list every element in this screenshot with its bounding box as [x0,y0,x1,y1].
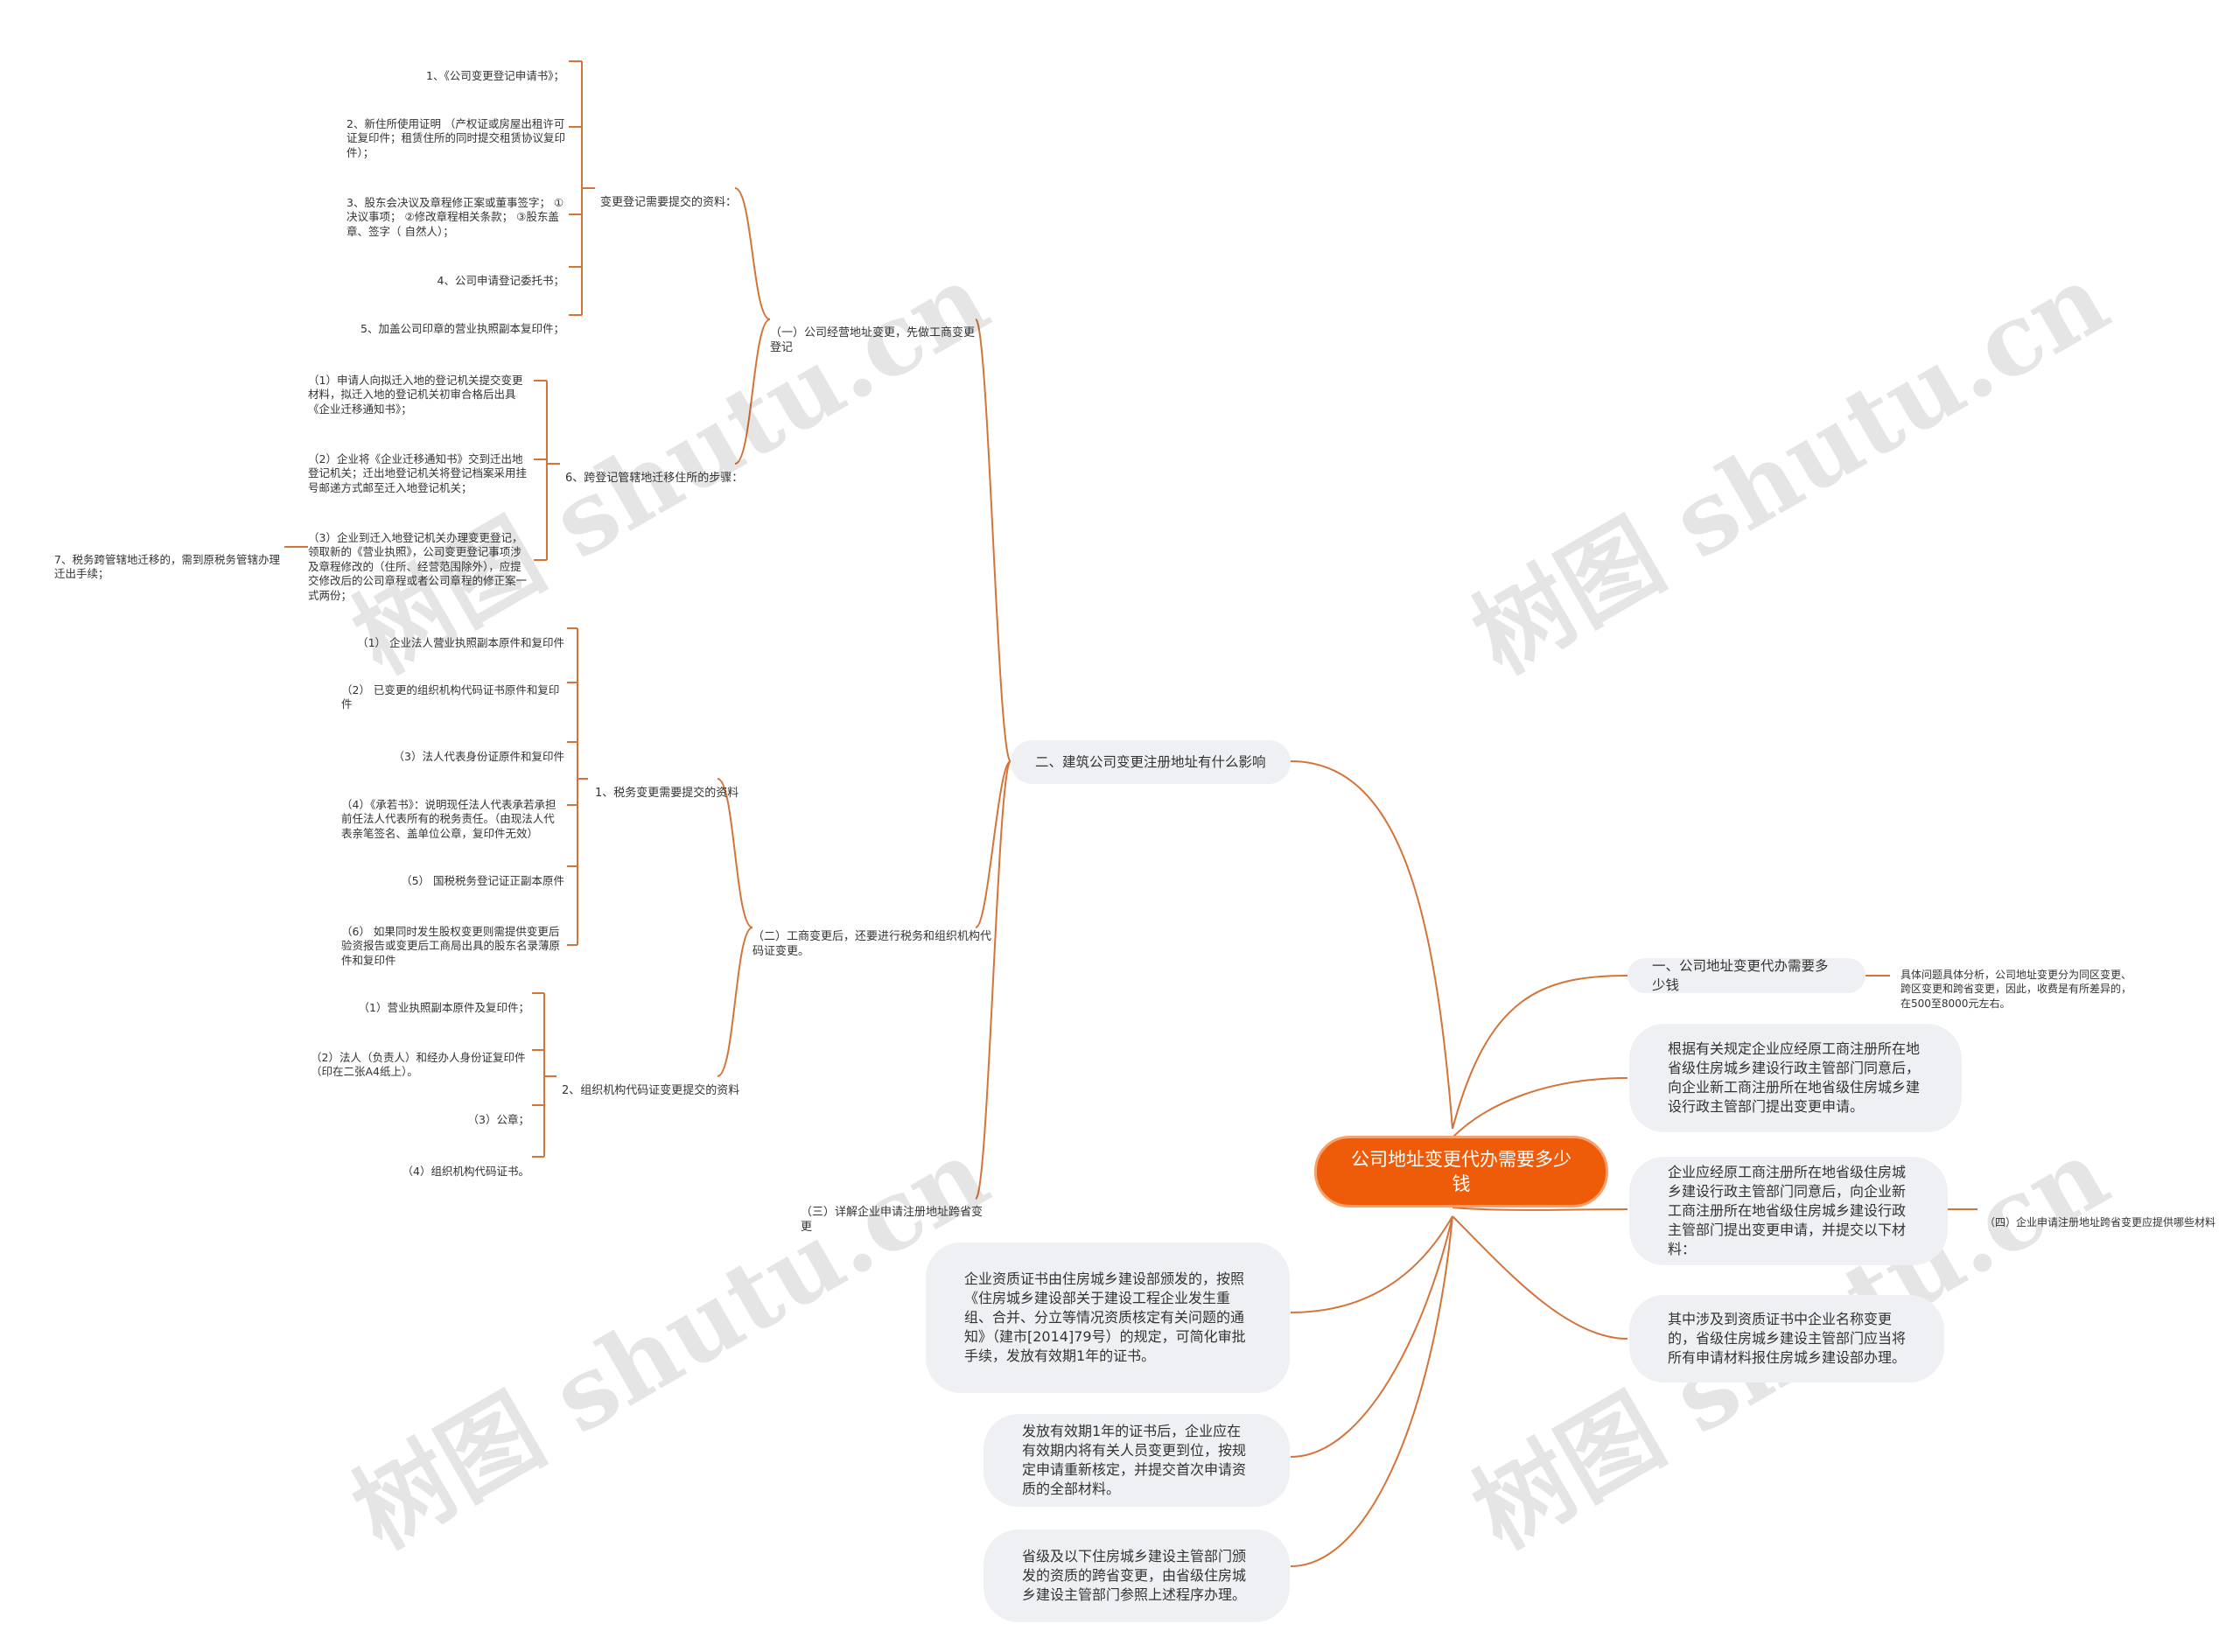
leaf-b2-g1-3[interactable]: （4）《承若书》：说明现任法人代表承若承担前任法人代表所有的税务责任。（由现法人… [341,783,565,841]
leaf-b1-g1-1[interactable]: 2、新住所使用证明 （产权证或房屋出租许可证复印件；租赁住所的同时提交租赁协议复… [346,102,567,160]
leaf-text: （3）法人代表身份证原件和复印件 [393,749,564,763]
qual2-text: 发放有效期1年的证书后，企业应在有效期内将有关人员变更到位，按规定申请重新核定，… [1022,1423,1247,1497]
qual3-bubble[interactable]: 省级及以下住房城乡建设主管部门颁发的资质的跨省变更，由省级住房城乡建设主管部门参… [984,1530,1290,1622]
leaf-text: （2） 已变更的组织机构代码证书原件和复印件 [341,682,560,711]
para2-bubble[interactable]: 企业应经原工商注册所在地省级住房城乡建设行政主管部门同意后，向企业新工商注册所在… [1629,1157,1948,1265]
qual3-text: 省级及以下住房城乡建设主管部门颁发的资质的跨省变更，由省级住房城乡建设主管部门参… [1022,1548,1247,1603]
bracket-b1-g1 [569,60,595,316]
leaf-text: （5） 国税税务登记证正副本原件 [401,873,564,887]
connector-root-para1 [1452,1077,1628,1138]
branch-b3[interactable]: （三）详解企业申请注册地址跨省变更 [801,1190,993,1235]
leaf-text: 4、公司申请登记委托书； [437,273,564,287]
para2-text: 企业应经原工商注册所在地省级住房城乡建设行政主管部门同意后，向企业新工商注册所在… [1668,1164,1907,1257]
leaf-text: （3）企业到迁入地登记机关办理变更登记，领取新的《营业执照》，公司变更登记事项涉… [308,530,528,602]
connector-b2-g2 [717,927,753,1077]
connector-root-cost [1452,975,1628,1130]
leaf-b1-g1-3[interactable]: 4、公司申请登记委托书； [341,259,564,288]
para2-note-text: （四）企业申请注册地址跨省变更应提供哪些材料 [1984,1215,2216,1228]
connector-root-para3 [1452,1215,1628,1340]
group-b2-g1-label: 1、税务变更需要提交的资料 [595,787,739,800]
leaf-text: 3、股东会决议及章程修正案或董事签字； ①决议事项； ②修改章程相关条款； ③股… [346,195,564,238]
leaf-b2-g1-4[interactable]: （5） 国税税务登记证正副本原件 [337,859,564,888]
leaf-b1-g2-0[interactable]: （1）申请人向拟迁入地的登记机关提交变更材料，拟迁入地的登记机关初审合格后出具《… [308,359,531,416]
connector-section2-b3 [975,760,1012,1200]
group-b1-g2-label: 6、跨登记管辖地迁移住所的步骤： [565,472,744,485]
leaf-text: （1） 企业法人营业执照副本原件和复印件 [357,635,564,649]
leaf-tax[interactable]: 7、税务跨管辖地迁移的，需到原税务管辖办理迁出手续； [54,538,282,582]
section2-topic[interactable]: 二、建筑公司变更注册地址有什么影响 [1011,740,1291,784]
leaf-text: 7、税务跨管辖地迁移的，需到原税务管辖办理迁出手续； [54,552,280,581]
group-b2-g1[interactable]: 1、税务变更需要提交的资料 [595,771,761,801]
branch-b2-label: （二）工商变更后，还要进行税务和组织机构代码证变更。 [752,930,992,958]
leaf-text: （3）公章； [467,1112,529,1126]
connector-root-qual1 [1290,1215,1453,1313]
connector-root-qual2 [1290,1215,1453,1458]
leaf-text: （1）营业执照副本原件及复印件； [358,1000,529,1014]
root-topic-label: 公司地址变更代办需要多少钱 [1351,1149,1572,1194]
connector-section2-b2 [975,760,1012,928]
qual2-bubble[interactable]: 发放有效期1年的证书后，企业应在有效期内将有关人员变更到位，按规定申请重新核定，… [984,1414,1290,1507]
para1-text: 根据有关规定企业应经原工商注册所在地省级住房城乡建设行政主管部门同意后，向企业新… [1668,1040,1921,1115]
leaf-text: 1、《公司变更登记申请书》； [426,68,564,82]
leaf-b1-g2-2[interactable]: （3）企业到迁入地登记机关办理变更登记，领取新的《营业执照》，公司变更登记事项涉… [308,516,531,603]
bracket-b2-g1 [567,627,588,946]
connector-root-section2 [1290,760,1453,1130]
leaf-text: 2、新住所使用证明 （产权证或房屋出租许可证复印件；租赁住所的同时提交租赁协议复… [346,116,566,159]
leaf-b2-g1-2[interactable]: （3）法人代表身份证原件和复印件 [337,735,564,764]
para2-note[interactable]: （四）企业申请注册地址跨省变更应提供哪些材料 [1984,1200,2226,1229]
leaf-text: （4）《承若书》：说明现任法人代表承若承担前任法人代表所有的税务责任。（由现法人… [341,797,556,840]
leaf-b1-g1-4[interactable]: 5、加盖公司印章的营业执照副本复印件； [341,307,564,336]
leaf-b2-g2-2[interactable]: （3）公章； [302,1098,529,1127]
leaf-text: （6） 如果同时发生股权变更则需提供变更后验资报告或变更后工商局出具的股东名录薄… [341,924,561,967]
leaf-b2-g1-1[interactable]: （2） 已变更的组织机构代码证书原件和复印件 [341,668,565,712]
para1-bubble[interactable]: 根据有关规定企业应经原工商注册所在地省级住房城乡建设行政主管部门同意后，向企业新… [1629,1024,1962,1132]
cost-topic[interactable]: 一、公司地址变更代办需要多少钱 [1628,958,1866,993]
group-b2-g2-label: 2、组织机构代码证变更提交的资料 [562,1084,740,1097]
leaf-text: （2）法人（负责人）和经办人身份证复印件（印在二张A4纸上）。 [311,1050,526,1079]
cost-note[interactable]: 具体问题具体分析，公司地址变更分为同区变更、跨区变更和跨省变更，因此，收费是有所… [1900,953,2137,1011]
branch-b1-label: （一）公司经营地址变更，先做工商变更登记 [770,326,976,354]
leaf-b1-g1-2[interactable]: 3、股东会决议及章程修正案或董事签字； ①决议事项； ②修改章程相关条款； ③股… [346,181,567,239]
qual1-text: 企业资质证书由住房城乡建设部颁发的，按照《住房城乡建设部关于建设工程企业发生重组… [964,1270,1246,1364]
cost-topic-label: 一、公司地址变更代办需要多少钱 [1652,958,1829,993]
group-b2-g2[interactable]: 2、组织机构代码证变更提交的资料 [562,1068,763,1098]
leaf-text: 5、加盖公司印章的营业执照副本复印件； [360,321,564,335]
branch-b2[interactable]: （二）工商变更后，还要进行税务和组织机构代码证变更。 [752,914,998,959]
connector-b2-g1 [717,778,753,928]
connector-b1-g1 [734,187,771,320]
connector-b1-g2 [734,318,771,465]
bracket-b2-g2 [532,992,556,1158]
leaf-b2-g2-0[interactable]: （1）营业执照副本原件及复印件； [302,986,529,1015]
section2-topic-label: 二、建筑公司变更注册地址有什么影响 [1035,754,1266,770]
branch-b1[interactable]: （一）公司经营地址变更，先做工商变更登记 [770,311,980,355]
group-b1-g1[interactable]: 变更登记需要提交的资料： [600,180,775,210]
leaf-b2-g2-1[interactable]: （2）法人（负责人）和经办人身份证复印件（印在二张A4纸上）。 [311,1036,529,1080]
cost-note-text: 具体问题具体分析，公司地址变更分为同区变更、跨区变更和跨省变更，因此，收费是有所… [1900,968,2132,1010]
leaf-text: （4）组织机构代码证书。 [402,1164,529,1178]
para3-bubble[interactable]: 其中涉及到资质证书中企业名称变更的，省级住房城乡建设主管部门应当将所有申请材料报… [1629,1295,1944,1382]
connector-root-para2 [1452,1207,1628,1211]
connector-section2-b1 [975,318,1012,762]
leaf-text: （2）企业将《企业迁移通知书》交到迁出地登记机关；迁出地登记机关将登记档案采用挂… [308,452,528,494]
leaf-b2-g1-5[interactable]: （6） 如果同时发生股权变更则需提供变更后验资报告或变更后工商局出具的股东名录薄… [341,910,565,968]
leaf-b1-g2-1[interactable]: （2）企业将《企业迁移通知书》交到迁出地登记机关；迁出地登记机关将登记档案采用挂… [308,438,531,495]
leaf-b1-g1-0[interactable]: 1、《公司变更登记申请书》； [341,54,564,83]
qual1-bubble[interactable]: 企业资质证书由住房城乡建设部颁发的，按照《住房城乡建设部关于建设工程企业发生重组… [926,1242,1290,1393]
bracket-b1-g2 [534,380,560,561]
branch-b3-label: （三）详解企业申请注册地址跨省变更 [801,1206,984,1234]
connector-root-qual3 [1290,1215,1453,1567]
leaf-b2-g2-3[interactable]: （4）组织机构代码证书。 [302,1150,529,1179]
group-b1-g2[interactable]: 6、跨登记管辖地迁移住所的步骤： [565,456,749,486]
root-topic[interactable]: 公司地址变更代办需要多少钱 [1314,1136,1608,1208]
leaf-b2-g1-0[interactable]: （1） 企业法人营业执照副本原件和复印件 [337,621,564,650]
para3-text: 其中涉及到资质证书中企业名称变更的，省级住房城乡建设主管部门应当将所有申请材料报… [1668,1311,1907,1366]
leaf-text: （1）申请人向拟迁入地的登记机关提交变更材料，拟迁入地的登记机关初审合格后出具《… [308,373,523,416]
group-b1-g1-label: 变更登记需要提交的资料： [600,196,738,209]
